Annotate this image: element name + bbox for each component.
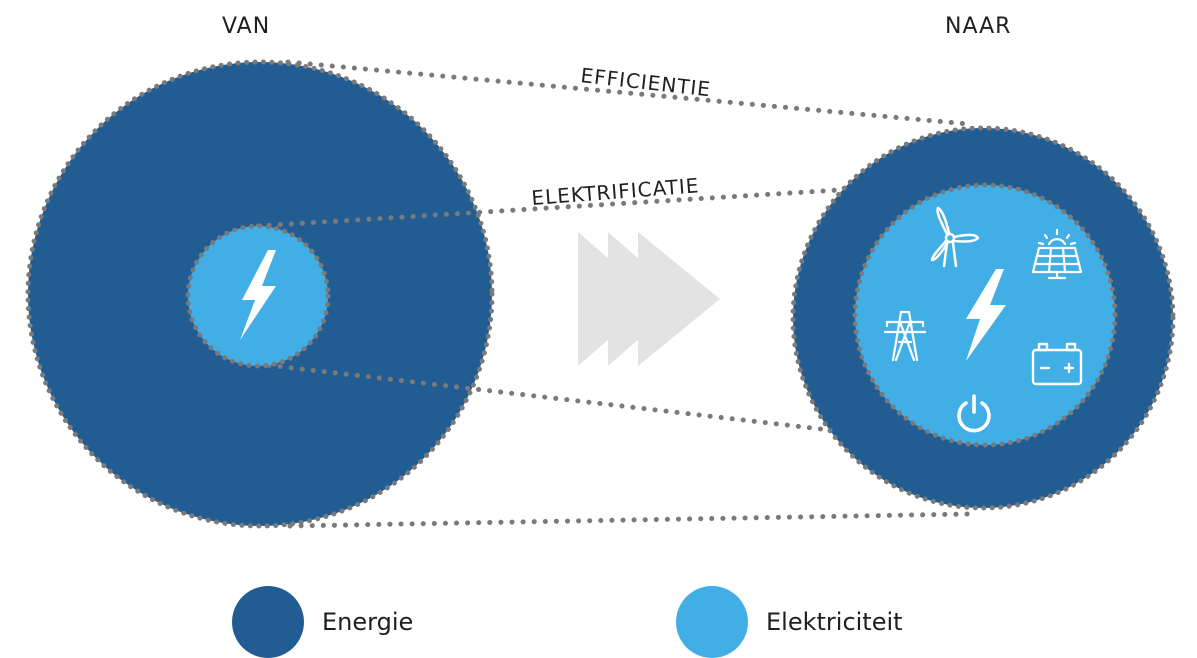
solar-panel-icon bbox=[1031, 228, 1083, 280]
lightning-bolt-icon bbox=[966, 269, 1006, 361]
efficiency-line-bottom bbox=[287, 511, 971, 529]
power-button-icon bbox=[957, 394, 991, 433]
efficiency-label: EFFICIENTIE bbox=[579, 63, 712, 101]
legend-swatch-energy bbox=[232, 586, 304, 658]
heading-to: NAAR bbox=[945, 14, 1012, 39]
transition-arrow-icon bbox=[578, 232, 720, 366]
battery-icon bbox=[1031, 342, 1083, 386]
electrification-label: ELEKTRIFICATIE bbox=[531, 173, 701, 210]
connector-lines bbox=[255, 59, 971, 529]
legend-swatch-electricity bbox=[676, 586, 748, 658]
heading-from: VAN bbox=[222, 14, 271, 39]
legend-item-energy: Energie bbox=[232, 586, 413, 658]
legend-item-electricity: Elektriciteit bbox=[676, 586, 903, 658]
wind-turbine-icon bbox=[930, 206, 980, 268]
electrification-line-bottom bbox=[255, 361, 971, 449]
lightning-bolt-icon bbox=[240, 250, 276, 340]
electrification-line-top bbox=[255, 179, 971, 229]
legend-label-electricity: Elektriciteit bbox=[766, 608, 903, 636]
power-pylon-icon bbox=[883, 310, 927, 362]
legend-label-energy: Energie bbox=[322, 608, 414, 636]
